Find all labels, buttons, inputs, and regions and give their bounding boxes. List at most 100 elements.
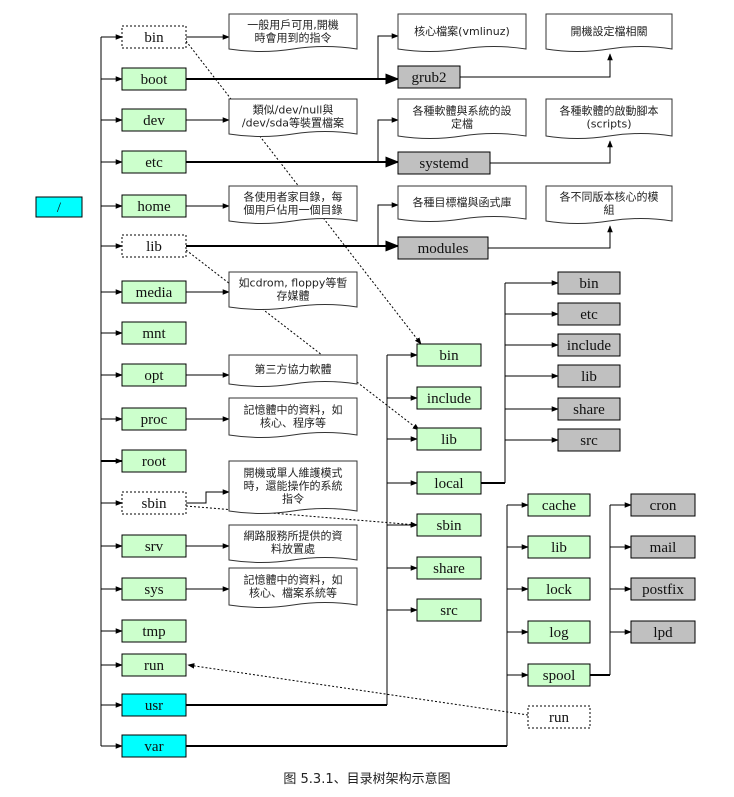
dir-local-etc: etc bbox=[557, 302, 621, 326]
dir-var-lib-label: lib bbox=[551, 540, 567, 556]
note-etc-text: 定檔 bbox=[451, 117, 473, 131]
dir-opt-label: opt bbox=[144, 368, 164, 384]
dir-var-cache: cache bbox=[527, 493, 591, 517]
note-sys: 記憶體中的資料，如核心、檔案系統等 bbox=[228, 567, 358, 608]
dir-usr-src-label: src bbox=[440, 603, 458, 619]
dir-var-lock-label: lock bbox=[546, 582, 572, 598]
dir-local-etc-label: etc bbox=[580, 307, 598, 323]
note-kernel-text: 核心檔案(vmlinuz) bbox=[414, 24, 510, 38]
note-home-text: 各使用者家目錄，每 bbox=[244, 190, 343, 204]
dir-local-lib: lib bbox=[557, 364, 621, 388]
figure-caption: 图 5.3.1、目录树架构示意图 bbox=[283, 772, 451, 787]
note-dev-text: 類似/dev/null與 bbox=[253, 103, 334, 117]
dir-proc: proc bbox=[121, 407, 187, 431]
dir-lib-label: lib bbox=[146, 239, 162, 255]
dir-proc-label: proc bbox=[141, 412, 168, 428]
dir-home-label: home bbox=[137, 199, 171, 215]
note-sbin-text: 開機或單人維護模式 bbox=[244, 466, 343, 480]
note-bootcfg: 開機設定檔相關 bbox=[545, 13, 673, 52]
note-etc-text: 各種軟體與系統的設 bbox=[413, 104, 512, 118]
note-home-text: 個用戶佔用一個目錄 bbox=[244, 203, 343, 217]
dir-local-share: share bbox=[557, 397, 621, 421]
dir-media: media bbox=[121, 280, 187, 304]
dir-var-spool: spool bbox=[527, 663, 591, 687]
dir-grub2-label: grub2 bbox=[412, 70, 447, 86]
dir-var-spool-label: spool bbox=[543, 668, 576, 684]
connector-lines bbox=[100, 33, 632, 749]
note-sbin-text: 指令 bbox=[282, 492, 304, 506]
dir-usr-lib-label: lib bbox=[441, 432, 457, 448]
dir-home: home bbox=[121, 194, 187, 218]
dir-usr-share-label: share bbox=[433, 561, 465, 577]
note-srv-text: 料放置處 bbox=[271, 542, 315, 556]
dir-modules-label: modules bbox=[418, 241, 469, 257]
dir-spool-mail-label: mail bbox=[650, 540, 677, 556]
note-opt: 第三方協力軟體 bbox=[228, 354, 358, 387]
dir-sbin: sbin bbox=[121, 491, 187, 515]
dir-srv-label: srv bbox=[145, 539, 164, 555]
note-proc-text: 記憶體中的資料，如 bbox=[244, 403, 343, 417]
note-bin-text: 時會用到的指令 bbox=[255, 31, 332, 45]
note-systemd-text: (scripts) bbox=[587, 118, 632, 131]
dir-local-bin-label: bin bbox=[579, 276, 599, 292]
dir-tmp-label: tmp bbox=[142, 624, 165, 640]
note-dev-text: /dev/sda等裝置檔案 bbox=[242, 116, 344, 130]
dir-local-src-label: src bbox=[580, 433, 598, 449]
dir-media-label: media bbox=[136, 285, 173, 301]
note-sys-text: 核心、檔案系統等 bbox=[249, 586, 337, 600]
dir-var-lock: lock bbox=[527, 577, 591, 601]
dir-spool-lpd: lpd bbox=[630, 620, 696, 644]
dir-var-run: run bbox=[527, 705, 591, 729]
dir-local-share-label: share bbox=[573, 402, 605, 418]
dir-usr-local-label: local bbox=[434, 476, 463, 492]
root-dir-box-label: / bbox=[57, 200, 62, 216]
dir-usr-label: usr bbox=[145, 698, 163, 714]
dir-etc: etc bbox=[121, 150, 187, 174]
dir-systemd-label: systemd bbox=[419, 156, 469, 172]
note-srv-text: 網路服務所提供的資 bbox=[244, 529, 343, 543]
dir-local-include-label: include bbox=[567, 338, 611, 354]
dir-var: var bbox=[121, 734, 187, 758]
dir-var-log: log bbox=[527, 620, 591, 644]
dir-root: root bbox=[121, 449, 187, 473]
dir-boot: boot bbox=[121, 67, 187, 91]
note-kernel: 核心檔案(vmlinuz) bbox=[397, 13, 527, 52]
note-lib-text: 各種目標檔與函式庫 bbox=[413, 195, 512, 209]
note-bin-text: 一般用戶可用,開機 bbox=[247, 18, 339, 32]
note-lib: 各種目標檔與函式庫 bbox=[397, 185, 527, 222]
note-modules-text: 組 bbox=[604, 204, 615, 217]
dir-var-log-label: log bbox=[549, 625, 569, 641]
note-proc-text: 核心、程序等 bbox=[260, 416, 326, 430]
dir-usr-local: local bbox=[416, 471, 482, 495]
dir-spool-postfix: postfix bbox=[630, 577, 696, 601]
dir-dev-label: dev bbox=[143, 113, 165, 129]
dir-spool-cron-label: cron bbox=[650, 498, 677, 514]
note-dev: 類似/dev/null與/dev/sda等裝置檔案 bbox=[228, 98, 358, 137]
note-modules-text: 各不同版本核心的模 bbox=[560, 190, 659, 204]
boxes-layer: / bin boot dev etc home lib media mnt opt proc root… bbox=[35, 25, 696, 758]
dir-spool-postfix-label: postfix bbox=[642, 582, 684, 598]
dir-mnt-label: mnt bbox=[142, 326, 166, 342]
dir-sbin-label: sbin bbox=[141, 496, 167, 512]
note-opt-text: 第三方協力軟體 bbox=[255, 362, 332, 376]
dir-grub2: grub2 bbox=[397, 65, 461, 89]
note-sbin-text: 時，還能操作的系統 bbox=[244, 479, 343, 493]
note-media-text: 如cdrom, floppy等暫 bbox=[239, 276, 348, 290]
dir-usr-sbin: sbin bbox=[416, 513, 482, 537]
dir-var-run-label: run bbox=[549, 710, 569, 726]
dir-usr-src: src bbox=[416, 598, 482, 622]
dir-run-label: run bbox=[144, 658, 164, 674]
dir-var-lib: lib bbox=[527, 535, 591, 559]
note-media-text: 存媒體 bbox=[277, 289, 310, 303]
dir-var-cache-label: cache bbox=[542, 498, 576, 514]
dir-spool-mail: mail bbox=[630, 535, 696, 559]
dir-modules: modules bbox=[397, 236, 489, 260]
dir-usr-include-label: include bbox=[427, 391, 471, 407]
